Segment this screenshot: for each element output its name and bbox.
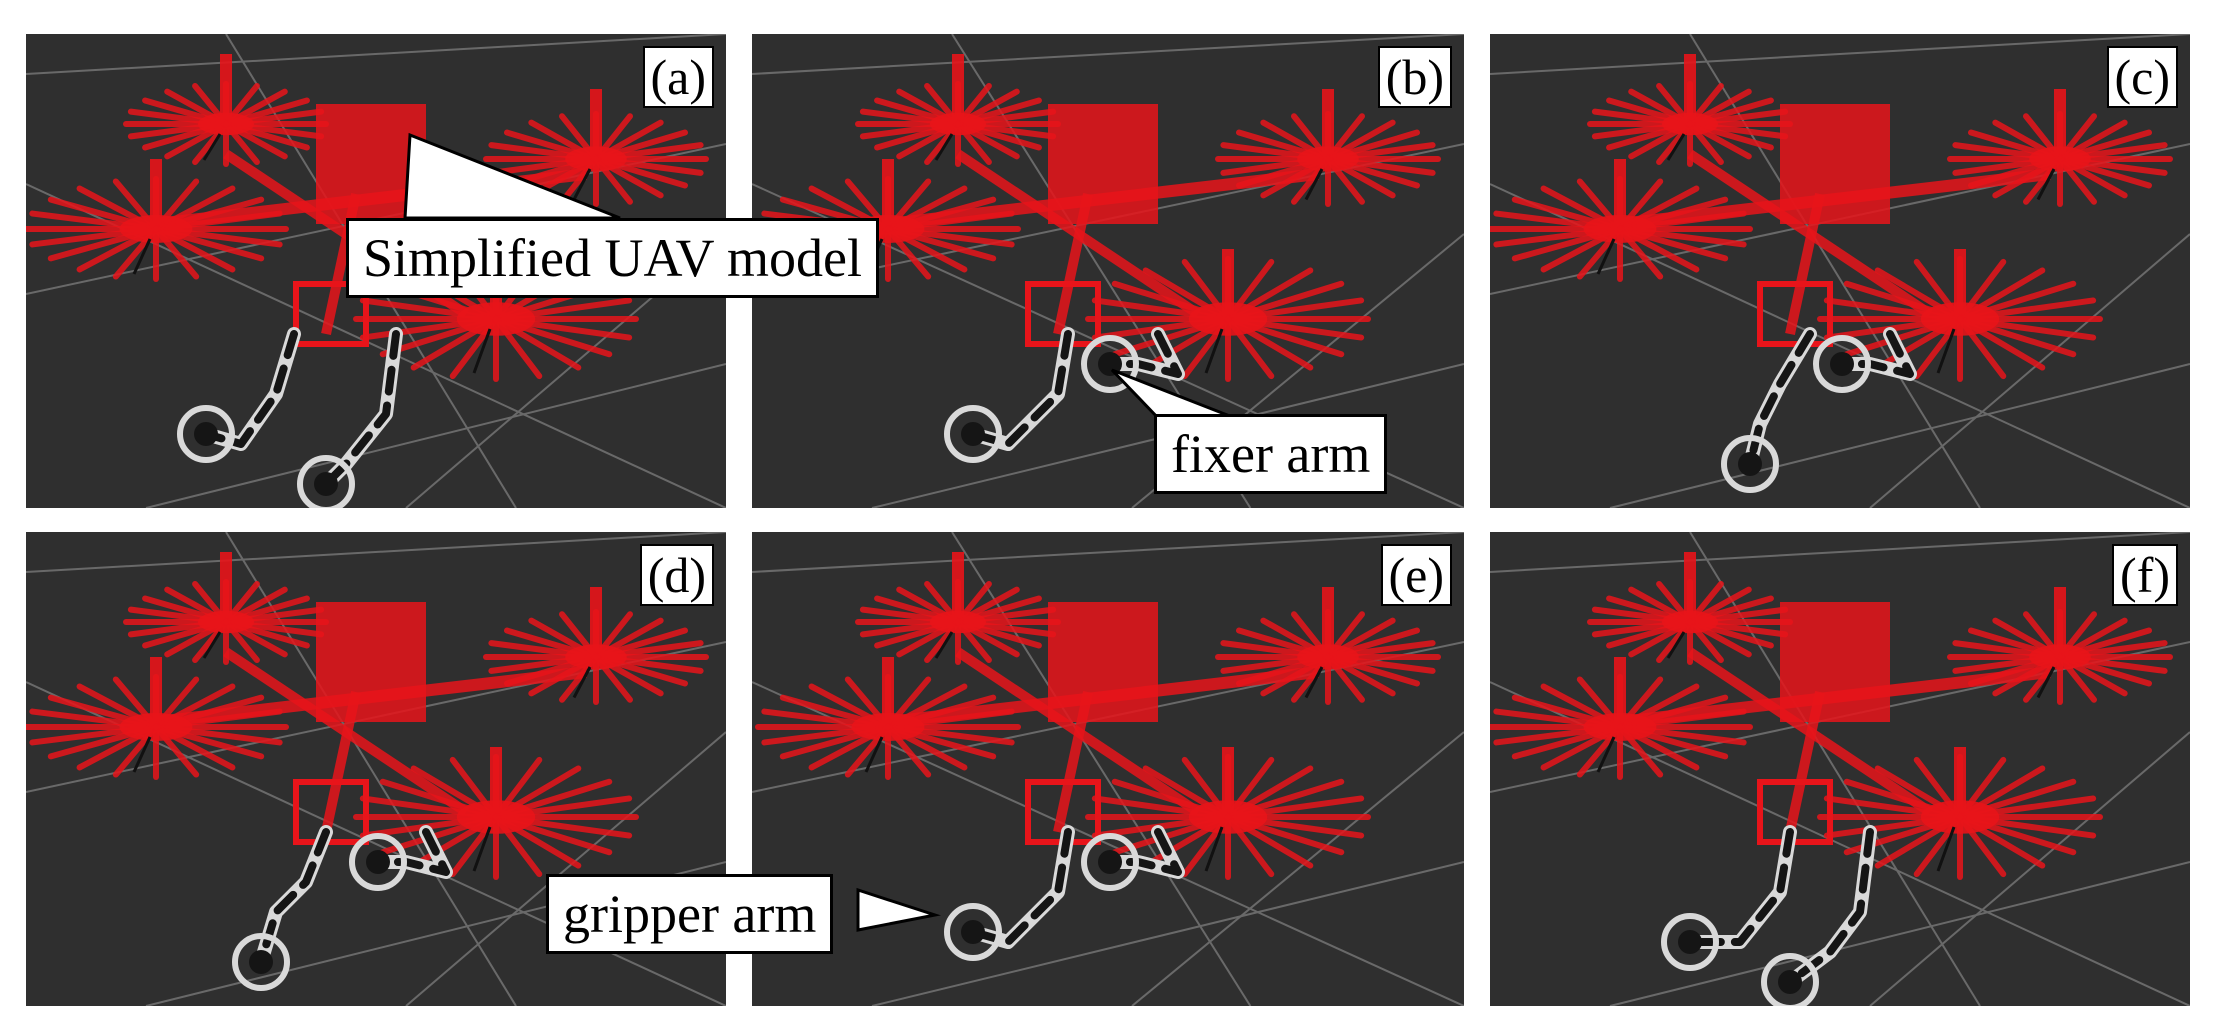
robot-arm-icon [297,327,403,508]
robot-arm-icon [1081,825,1185,891]
rotor-icon [855,552,1061,665]
uav-scene-d [26,532,726,1006]
panel-c: (c) [1490,34,2190,508]
uav-scene-f [1490,532,2190,1006]
rotor-icon [1587,54,1793,167]
rotor-icon [1490,159,1753,282]
panel-f: (f) [1490,532,2190,1006]
rotor-icon [26,159,289,282]
uav-frame [755,552,1441,880]
robot-arm-icon [1661,825,1797,971]
uav-scene-a [26,34,726,508]
uav-scene-e [752,532,1464,1006]
uav-model-callout: Simplified UAV model [346,218,880,298]
rotor-icon [26,657,289,780]
rotor-icon [483,587,709,705]
rotor-icon [1215,89,1441,207]
uav-frame [1490,552,2173,880]
robot-arm-icon [177,327,301,463]
uav-frame [1490,54,2173,382]
rotor-icon [1817,747,2103,880]
panel-label-e: (e) [1380,544,1452,606]
gripper-arm-callout: gripper arm [546,874,834,954]
rotor-icon [123,54,329,167]
rotor-icon [855,54,1061,167]
rotor-icon [483,89,709,207]
panel-label-c: (c) [2106,46,2178,108]
rotor-icon [1587,552,1793,665]
rotor-icon [1215,587,1441,705]
rotor-icon [1947,587,2173,705]
rotor-icon [1490,657,1753,780]
robot-arm-icon [1721,327,1817,493]
rotor-icon [353,747,639,880]
rotor-icon [1085,747,1371,880]
robot-arm-icon [1761,825,1877,1006]
robot-arm-icon [944,825,1075,961]
fixer-arm-callout: fixer arm [1154,414,1388,494]
rotor-icon [1817,249,2103,382]
panel-label-b: (b) [1377,46,1452,108]
panel-label-a: (a) [642,46,714,108]
panel-label-f: (f) [2112,544,2178,606]
uav-scene-c [1490,34,2190,508]
rotor-icon [123,552,329,665]
robot-arm-icon [944,327,1075,463]
rotor-icon [1947,89,2173,207]
rotor-icon [1085,249,1371,382]
rotor-icon [755,657,1021,780]
robot-arm-icon [349,825,453,891]
panel-label-d: (d) [639,544,714,606]
uav-frame [26,552,709,880]
robot-arm-icon [1081,327,1185,393]
robot-arm-icon [232,825,333,991]
robot-arm-icon [1813,327,1917,393]
